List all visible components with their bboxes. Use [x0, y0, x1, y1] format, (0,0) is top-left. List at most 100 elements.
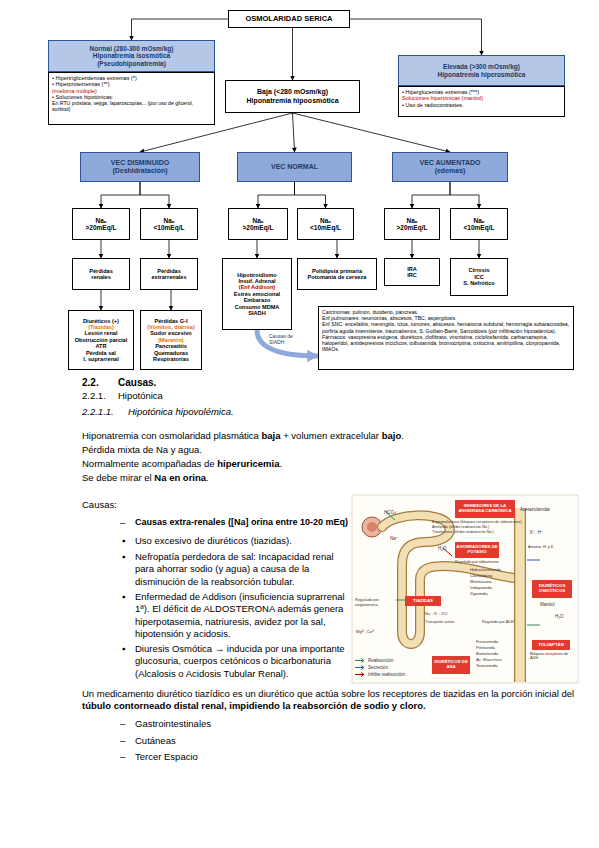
text-line: Hipotónica [118, 390, 163, 402]
label-text: Se debe mirar el [82, 472, 154, 483]
label-text: . [401, 430, 404, 441]
node-text: Hiponatremia isosmótica [93, 52, 170, 59]
detail-box: Pérdidas G-I(Vómitos, diarrea)Sudor exce… [140, 310, 202, 370]
legend-arrow [355, 673, 364, 677]
illustration-label: Na⁺ - K⁺ - 2Cl⁻ [425, 612, 448, 616]
secretion-arrow [527, 560, 540, 561]
flow-arrow [171, 290, 172, 310]
category-box: Normal (280-300 mOsm/kg)Hiponatremia iso… [48, 40, 215, 72]
node-text: Pérdidas [157, 268, 181, 274]
cause-box: HipotiroidismoInsuf. Adrenal(Enf Addison… [222, 258, 292, 330]
illustration-label: Furosemida [476, 640, 498, 645]
volume-box: VEC NORMAL [237, 152, 352, 182]
siadh-causes-box: Carcinomas: pulmón, duodeno, páncreas.En… [318, 306, 574, 370]
cause-box: CirrosisICCS. Nefrótico [450, 258, 508, 296]
label-text: Indapamida [470, 585, 492, 590]
label-text: H₂O [555, 614, 564, 619]
label-text: hiperuricemia [217, 458, 279, 469]
label-text: Cutáneas [135, 735, 176, 746]
node-text: ICC [474, 274, 484, 280]
node-text: Pérdida sal [86, 350, 116, 356]
node-text: Hiponatremia hipoosmótica [246, 97, 338, 105]
flow-arrow [350, 19, 482, 55]
text-line: – [120, 517, 125, 529]
node-text: • Hiperproteinemias (**) [52, 81, 110, 87]
node-text: (Tiazidas) [88, 324, 114, 330]
label-text: Transporte activo [425, 620, 454, 624]
label-text: Hipotónica [118, 390, 163, 401]
text-line: Causas. [118, 376, 156, 389]
label-text: baja [262, 430, 281, 441]
illustration-label: Mg²⁺, Ca²⁺ [356, 630, 374, 635]
legend-item: Secreción [355, 665, 388, 670]
node-text: TOLVAPTÁN [538, 643, 564, 648]
label-text: Ac. Etacrínico [476, 657, 502, 662]
text-line: Nefropatía perdedora de sal: Incapacidad… [135, 551, 350, 588]
legend-sample [355, 665, 366, 670]
label-text: Bumetanida [476, 651, 498, 656]
flow-arrow [412, 182, 450, 208]
node-text: Pérdidas G-I [155, 318, 188, 324]
label-text: H₂O [438, 546, 447, 551]
label-text: Hiponatremia con osmolaridad plasmática [82, 430, 262, 441]
illustration-label: Transporte activo [425, 620, 454, 624]
node-text: >20mEq/L [86, 224, 117, 231]
text-line: – [120, 735, 125, 747]
illustration-label: Ac. Etacrínico [476, 658, 502, 663]
text-line: ▪ [122, 643, 125, 655]
label-text: Metolazona [470, 579, 492, 584]
illustration-label: Amilorida (inhibe reabsorción Na⁺) [432, 525, 489, 529]
flow-arrow [295, 182, 326, 208]
flow-arrow [450, 182, 479, 208]
label-text: HCO₃⁻ [384, 510, 398, 515]
node-text: TIAZIDAS [413, 599, 433, 604]
node-text: (Deshidratación) [112, 167, 167, 175]
label-text: . [280, 458, 283, 469]
illustration-label: Na⁺ [390, 536, 398, 541]
label-text: 2.2.1.1. [82, 406, 114, 417]
node-text: (mieloma múltiple) [52, 88, 97, 94]
label-text: Regulado por aldosterona [455, 560, 499, 564]
node-text: • Soluciones hipotónicas: [52, 94, 113, 100]
label-text: Hidroclorotiazida [470, 567, 501, 572]
label-text: Mg²⁺, Ca²⁺ [356, 629, 374, 634]
node-text: • Uso de radiocontrastes. [402, 102, 464, 108]
node-text: Estrés emocional [234, 291, 280, 297]
illustration-label: Acetazolamida [520, 507, 550, 512]
drug-class-box: INHIBIDORES DE LA ANHIDRASA CARBÓNICA [455, 500, 515, 518]
label-text: Acetazolamida [520, 507, 550, 512]
drug-class-box: DIURÉTICOS OSMÓTICOS [532, 580, 572, 598]
text-line: ▪ [122, 591, 125, 603]
label-text: Normalmente acompañadas de [82, 458, 217, 469]
label-text: Triamtereno (inhibe reabsorción Na⁺) [432, 530, 494, 534]
flow-arrow [412, 240, 413, 258]
detail-box: Diuréticos (+)(Tiazidas)Lesión renalObst… [68, 310, 134, 370]
reabsorption-arrow [527, 625, 540, 626]
legend-arrow [355, 666, 364, 670]
flow-arrow [292, 28, 293, 80]
node-text: Elevada (>300 mOsm/kg) [443, 63, 520, 70]
cause-box: Pérdidasextrarrenales [140, 258, 198, 290]
node-text: Soluciones hipertónicas (manitol) [402, 95, 483, 101]
illustration-label: Bumetanida [476, 652, 498, 657]
illustration-label: Regulado por ADH [482, 620, 514, 624]
legend-item: Inhibe reabsorción [355, 672, 405, 677]
cause-box: IRAIRC [384, 258, 440, 286]
text-line: Un medicamento diurético tiazídico es un… [82, 688, 579, 713]
label-text: ▪ [122, 591, 125, 602]
label-text: Espironolactona (bloquea receptores de a… [432, 520, 522, 524]
illustration-label: Regulado por angiotensina [355, 598, 395, 607]
node-text: Polidipsia primaria [312, 268, 362, 274]
node-text: DIURÉTICOS OSMÓTICOS [533, 584, 571, 593]
flow-arrow [169, 240, 170, 258]
illustration-label: Hidroclorotiazida [470, 568, 501, 573]
label-text: Na en orina [154, 472, 206, 483]
sodium-box: Naₒ>20mEq/L [384, 208, 440, 240]
node-text: Insuf. Adrenal [238, 278, 275, 284]
label-text: Gastrointestinales [135, 718, 211, 729]
legend-text: Reabsorción [368, 658, 393, 663]
node-text: Lesión renal [85, 330, 118, 336]
label-text: Regulado por angiotensina [355, 597, 380, 607]
volume-box: VEC DISMINUIDO(Deshidratación) [80, 152, 200, 182]
